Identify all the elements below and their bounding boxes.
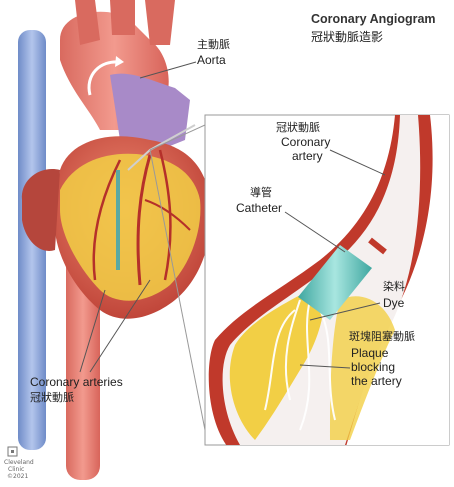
plaque-label-en-3: the artery <box>351 374 402 388</box>
coronary-artery-label-zh: 冠狀動脈 <box>276 121 320 135</box>
plaque-label-zh: 斑塊阻塞動脈 <box>349 330 415 344</box>
coronary-artery-label-en-2: artery <box>292 149 323 163</box>
title-chinese: 冠狀動脈造影 <box>311 30 383 44</box>
catheter-label-zh: 導管 <box>250 186 272 200</box>
plaque-label-en-1: Plaque <box>351 346 388 360</box>
aorta-label-en: Aorta <box>197 53 226 67</box>
coronary-arteries-label-zh: 冠狀動脈 <box>30 391 74 405</box>
logo-year: ©2021 <box>7 473 28 480</box>
coronary-artery-label-en-1: Coronary <box>281 135 330 149</box>
aorta-label-zh: 主動脈 <box>197 38 230 52</box>
logo-name: Cleveland <box>4 459 34 466</box>
heart-illustration <box>18 0 211 480</box>
clinic-logo <box>8 447 17 456</box>
catheter-label-en: Catheter <box>236 201 282 215</box>
title-english: Coronary Angiogram <box>311 12 436 26</box>
coronary-arteries-label-en: Coronary arteries <box>30 375 123 389</box>
logo-name-2: Clinic <box>8 466 24 473</box>
plaque-label-en-2: blocking <box>351 360 395 374</box>
dye-label-en: Dye <box>383 296 404 310</box>
dye-label-zh: 染料 <box>383 280 405 294</box>
